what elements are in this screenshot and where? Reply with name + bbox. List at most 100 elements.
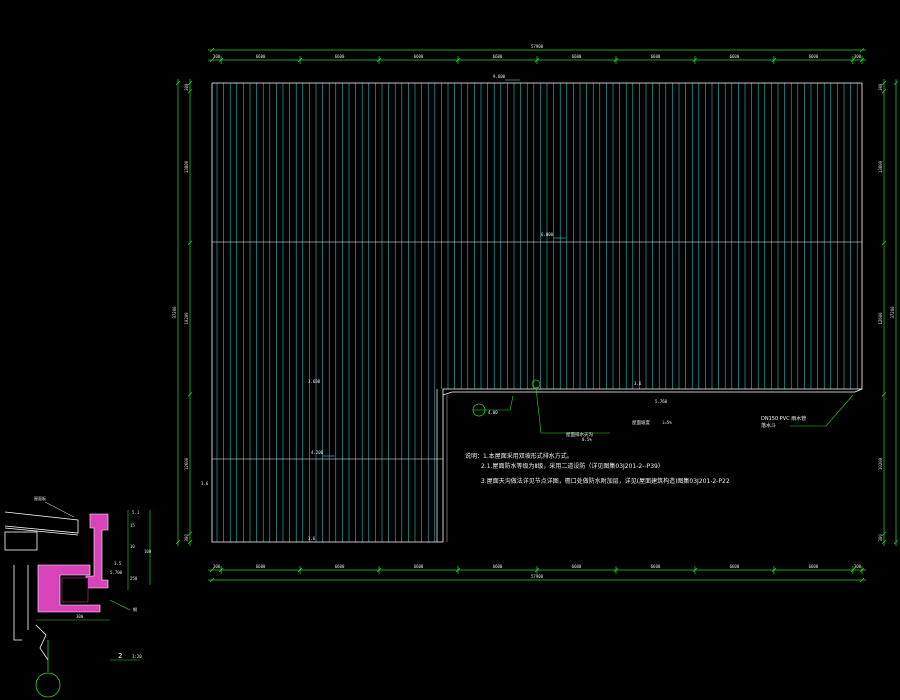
dimension-tick xyxy=(187,80,193,86)
gutter-detail: 5.1 15 10 100 250 1.5 5.700 300 钢 2 1:20… xyxy=(4,495,152,698)
detail-roof-slab xyxy=(4,511,79,534)
level-step-bottom: 3.6 xyxy=(308,536,316,541)
detail-tag: 钢 xyxy=(133,606,137,612)
dimension-tick xyxy=(881,89,887,94)
detail-top-leader xyxy=(44,501,75,518)
dimension-tick xyxy=(881,391,887,397)
detail-dim-g: 5.700 xyxy=(110,570,123,575)
dimension-tick xyxy=(881,80,887,86)
dimension-tick xyxy=(209,567,215,573)
bottom-dim-segment-label: 300 xyxy=(854,564,862,569)
dimension-tick xyxy=(187,531,193,536)
dimension-tick xyxy=(187,89,193,94)
right-dim-segment-label: 300 xyxy=(878,83,883,91)
detail-dim-d: 100 xyxy=(144,549,152,554)
dimension-tick xyxy=(881,539,887,545)
dimension-tick xyxy=(209,47,215,53)
left-dim-segment-label: 12600 xyxy=(184,457,189,470)
detail-gutter-hole xyxy=(61,577,89,603)
detail-column xyxy=(13,565,22,641)
detail-dim-a: 5.1 xyxy=(132,510,140,515)
bottom-dim-segment-label: 6600 xyxy=(809,564,819,569)
roof-outline-polyline xyxy=(211,82,863,543)
dimension-tick xyxy=(859,47,865,53)
level-markers: 9.600 6.000 4.200 3.600 3.6 3.6 3.6 xyxy=(201,74,642,541)
notes-line-2: 3.屋面天沟做法详见节点详图，檐口处做防水附加层，详见(屋面建筑构造)图集03J… xyxy=(481,477,730,485)
detail-dim-f: 1.5 xyxy=(114,561,122,566)
bottom-dim-segment-label: 6600 xyxy=(730,564,740,569)
level-middle: 6.000 xyxy=(541,232,554,237)
dimension-tick xyxy=(893,80,899,86)
top-dim-segment-label: 300 xyxy=(854,54,862,59)
notes-title: 说明：1.本屋面采用双坡形式排水方式。 xyxy=(465,452,573,460)
left-dim-segment-label: 300 xyxy=(184,83,189,91)
left-dim-segment-label: 300 xyxy=(184,534,189,542)
left-dim-segment-label: 13800 xyxy=(184,160,189,173)
gutter-value: 0.5% xyxy=(582,437,592,442)
detail-axis-circle-icon xyxy=(35,672,61,698)
dimension-tick xyxy=(187,539,193,545)
dimension-tick xyxy=(881,240,887,245)
drain-pipe-sublabel: 落水斗 xyxy=(761,422,776,429)
right-dim-segment-label: 300 xyxy=(878,534,883,542)
notes-block: 说明：1.本屋面采用双坡形式排水方式。 2.1.屋面防水等级为Ⅱ级，采用二道设防… xyxy=(465,452,730,485)
detail-dim-b: 15 xyxy=(130,523,135,528)
bottom-dim-segment-label: 6600 xyxy=(493,564,503,569)
level-top: 9.600 xyxy=(493,74,506,79)
detail-dim-c: 10 xyxy=(130,544,135,549)
detail-scale: 1:20 xyxy=(132,654,142,659)
leader-drain-pipe xyxy=(790,394,854,427)
roof-hatch-lines xyxy=(216,83,858,542)
bottom-dim-segment-label: 300 xyxy=(213,564,221,569)
left-dim-overall-label: 37200 xyxy=(172,306,177,319)
leader-gutter xyxy=(535,387,610,434)
dimension-tick xyxy=(881,531,887,536)
detail-breakline xyxy=(35,624,49,661)
dimension-tick xyxy=(187,391,193,397)
detail-dim-leader xyxy=(109,599,131,611)
dimension-tick xyxy=(893,539,899,545)
dimension-texts: 300 6600 6600 6600 6600 6600 6600 6600 6600 300 57… xyxy=(172,44,895,579)
detail-top-label: 屋面板 xyxy=(34,495,46,501)
detail-dim-e: 250 xyxy=(130,576,138,581)
bottom-dim-segment-label: 6600 xyxy=(414,564,424,569)
detail-roof-slab-under xyxy=(4,527,79,536)
detail-beam xyxy=(4,531,38,551)
detail-number: 2 xyxy=(118,652,122,660)
gutter-level-right: 5.760 xyxy=(655,399,668,404)
dimension-tick xyxy=(175,539,181,545)
right-dim-segment-label: 10200 xyxy=(878,457,883,470)
dimension-tick xyxy=(209,577,215,583)
drain-mark-icon xyxy=(531,379,541,389)
level-mid-right: 3.6 xyxy=(634,381,642,386)
top-dim-segment-label: 6600 xyxy=(493,54,503,59)
gutter-label: 屋面排水天沟 xyxy=(566,431,593,438)
top-dim-segment-label: 6600 xyxy=(572,54,582,59)
bottom-dim-segment-label: 6600 xyxy=(651,564,661,569)
detail-gutter-base xyxy=(37,564,101,613)
gutter-line xyxy=(442,388,863,396)
notes-line-1: 2.1.屋面防水等级为Ⅱ级，采用二道设防（详见图集03J201-2--P39） xyxy=(481,462,664,470)
drain-pipe-label: DN150 PVC 雨水管 xyxy=(761,415,806,422)
level-step-left: 3.600 xyxy=(308,379,321,384)
top-dim-segment-label: 6600 xyxy=(730,54,740,59)
dimension-tick xyxy=(175,80,181,86)
leader-circle xyxy=(485,395,514,411)
top-dim-segment-label: 6600 xyxy=(256,54,266,59)
top-dim-segment-label: 6600 xyxy=(651,54,661,59)
circle-mark-text: 4.00 xyxy=(488,410,498,415)
level-lower-left: 4.200 xyxy=(311,450,324,455)
right-dim-overall-label: 37200 xyxy=(890,306,895,319)
detail-dim-h: 300 xyxy=(76,614,84,619)
bottom-dim-overall-label: 57900 xyxy=(531,574,544,579)
dimension-tick xyxy=(187,240,193,245)
level-drain-left: 3.6 xyxy=(201,481,209,486)
bottom-dim-segment-label: 6600 xyxy=(572,564,582,569)
callouts: 4.00 屋面排水天沟 0.5% 屋面坡度 i=5% 5.760 DN150 P… xyxy=(472,379,854,442)
detail-gutter-wall xyxy=(85,513,109,589)
bottom-dim-segment-label: 6600 xyxy=(256,564,266,569)
top-dim-segment-label: 6600 xyxy=(414,54,424,59)
left-dim-segment-label: 10200 xyxy=(184,312,189,325)
dimension-lines xyxy=(175,47,899,583)
